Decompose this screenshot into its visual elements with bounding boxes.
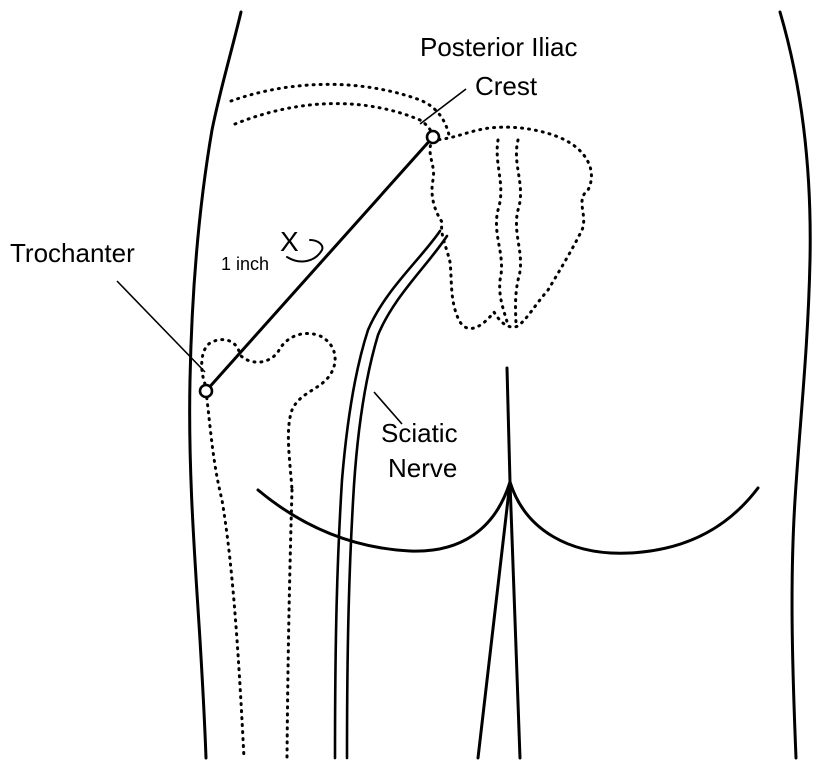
x-mark-label: X [280, 226, 299, 257]
posterior-iliac-crest-label-line1: Posterior Iliac [420, 32, 578, 62]
leg-line-left [478, 482, 510, 758]
sciatic-nerve-inner [347, 236, 447, 758]
femur-head-outline [202, 334, 335, 490]
one-inch-label: 1 inch [221, 254, 269, 274]
iliac-crest-inner [235, 104, 434, 137]
trochanter-label: Trochanter [10, 238, 135, 268]
sciatic-nerve-label-line2: Nerve [388, 453, 457, 483]
sciatic-nerve-label-line1: Sciatic [381, 418, 458, 448]
femur-medial-edge [287, 490, 292, 758]
trochanter-point-marker [200, 385, 212, 397]
iliac-crest-point-marker [427, 131, 439, 143]
posterior-iliac-crest-label-line2: Crest [475, 71, 538, 101]
body-outline-left [190, 12, 241, 758]
femur-lateral-edge [205, 384, 244, 758]
sacrum-midline-right [516, 140, 521, 326]
sacrum-outline [430, 127, 591, 328]
sciatic-nerve-outer [335, 231, 440, 758]
leg-line-right [510, 482, 520, 758]
sacrum-midline-left [496, 140, 508, 326]
body-outline-right [780, 12, 810, 758]
iliac-crest-outer [231, 84, 449, 135]
intergluteal-cleft [507, 368, 510, 482]
